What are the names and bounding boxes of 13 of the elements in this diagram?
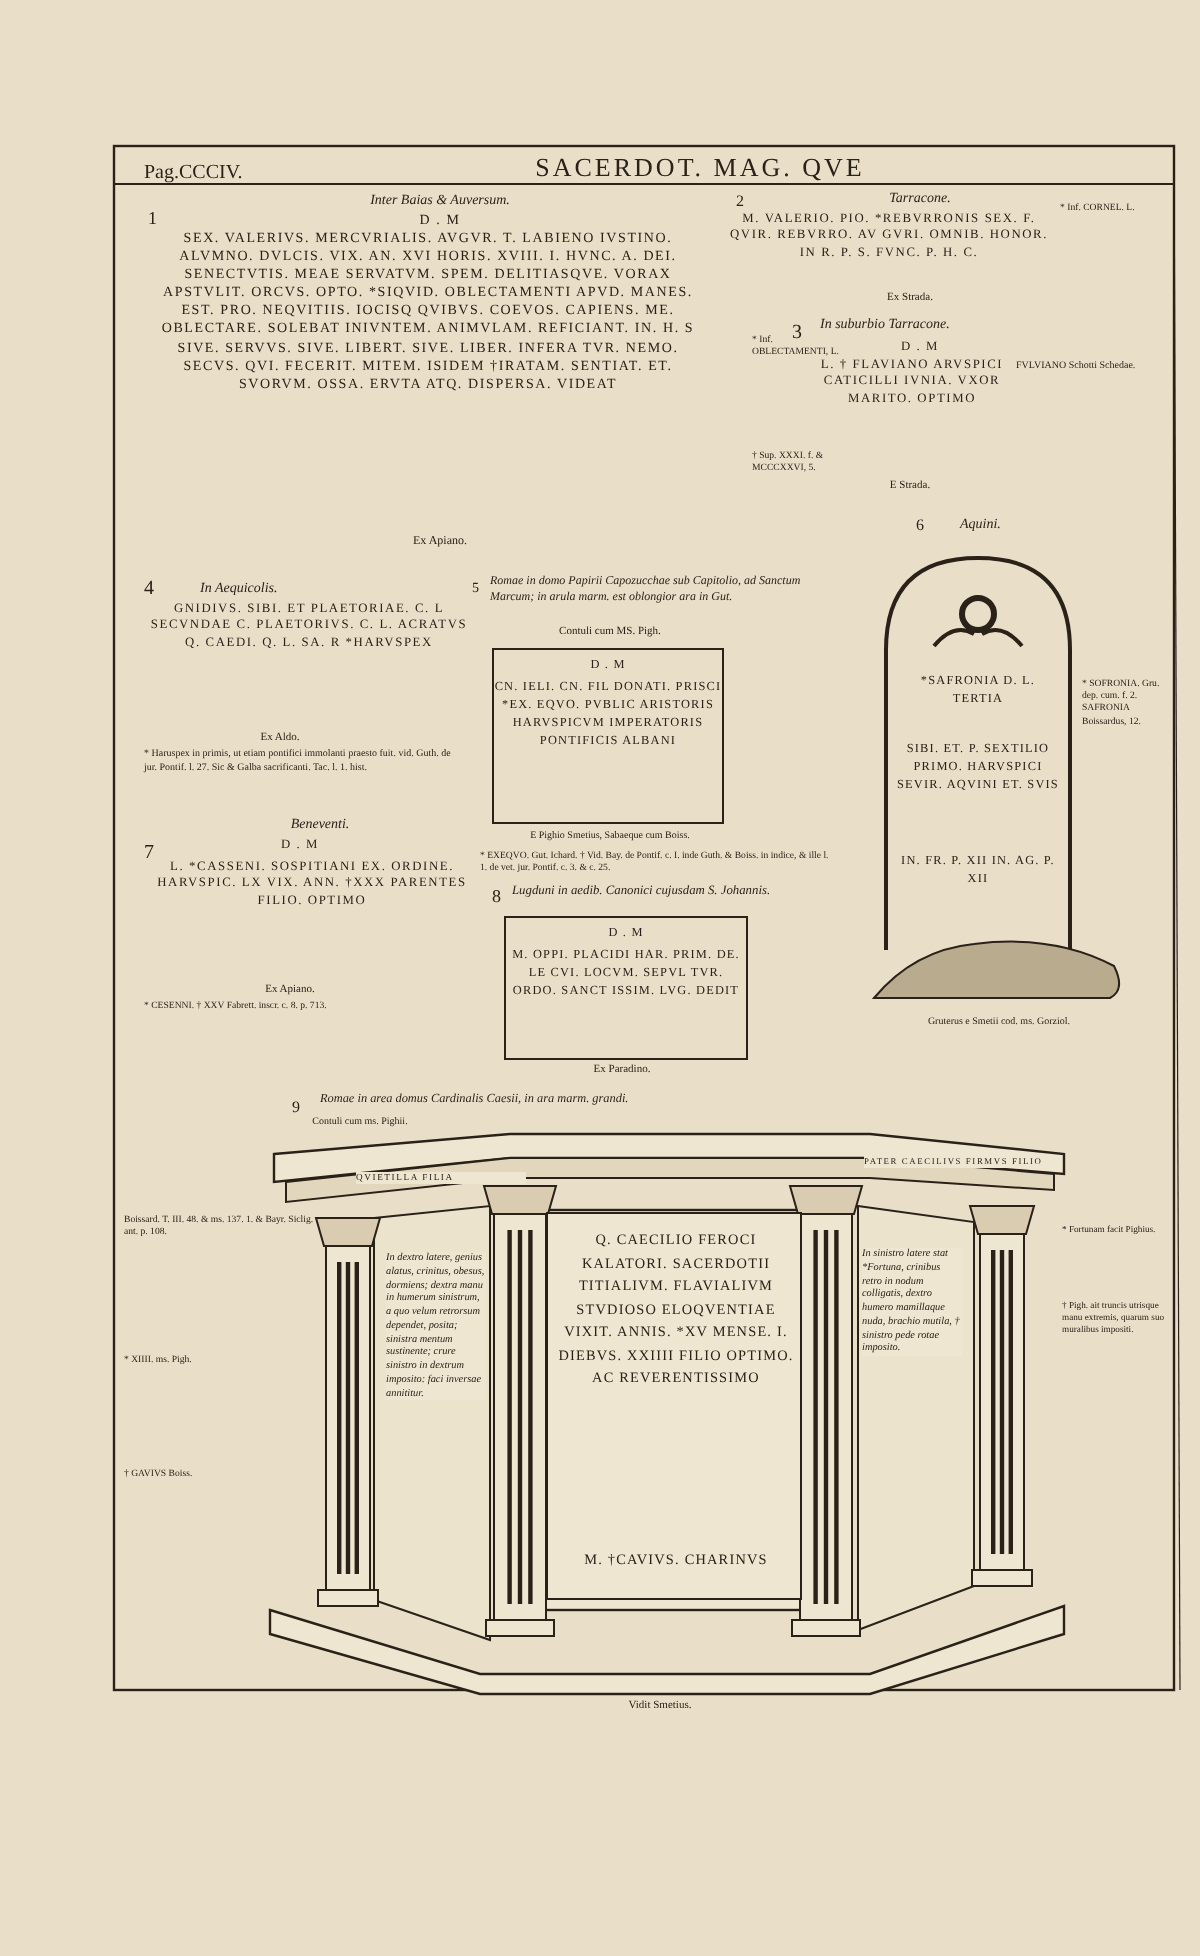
item-number: 1	[148, 208, 159, 232]
page-number: Pag.CCCIV.	[144, 160, 245, 186]
item-number: 6	[916, 516, 926, 537]
inscription-box	[504, 916, 748, 1060]
item-number: 7	[144, 840, 156, 866]
item-number: 8	[492, 886, 503, 910]
item-number: 2	[736, 192, 746, 213]
inscription-panel	[546, 1212, 802, 1600]
page-heading: SACERDOT. MAG. QVE	[533, 152, 867, 184]
item-number: 9	[292, 1098, 302, 1119]
inscription-box	[492, 648, 724, 824]
item-number: 4	[144, 576, 156, 602]
item-number: 3	[792, 320, 804, 346]
